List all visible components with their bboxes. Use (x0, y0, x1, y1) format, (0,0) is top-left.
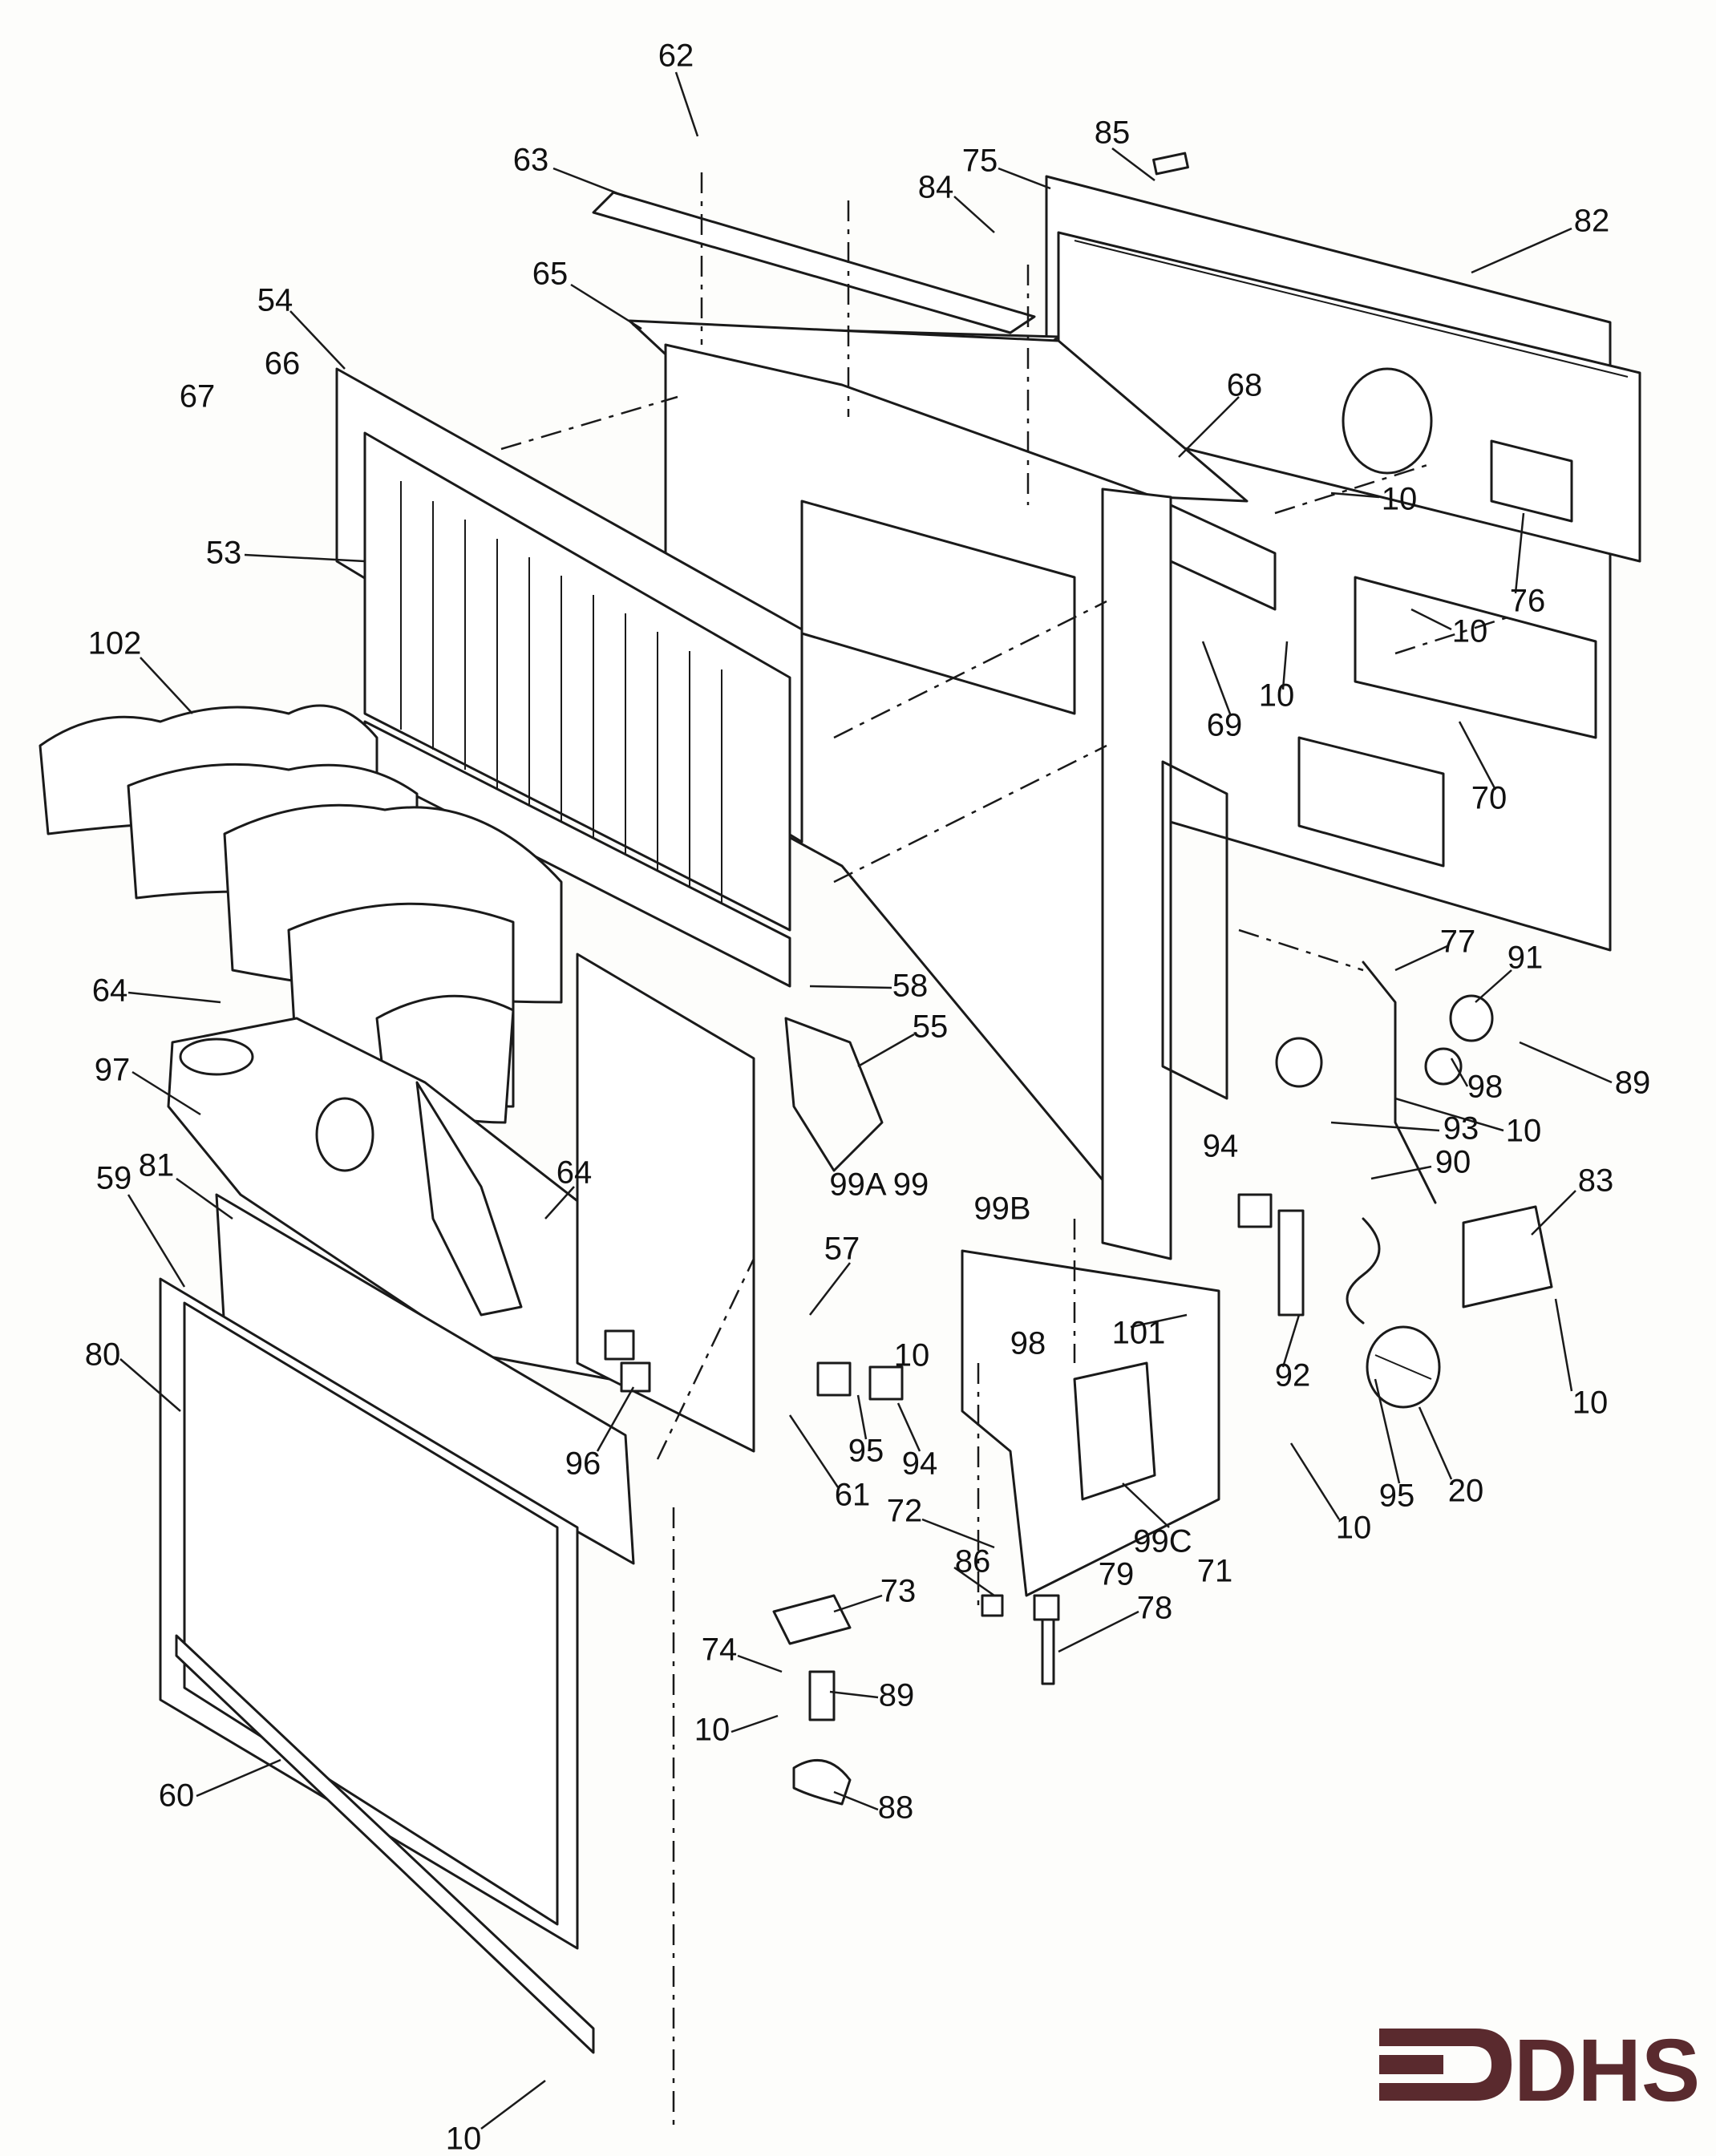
part-callout-label: 99B (973, 1191, 1030, 1227)
part-callout-label: 73 (880, 1574, 917, 1609)
part-callout-label: 71 (1197, 1554, 1233, 1589)
part-callout-label: 20 (1448, 1474, 1484, 1509)
part-callout-label: 10 (894, 1338, 930, 1373)
part-callout-label: 89 (879, 1678, 915, 1713)
part-callout-label: 99 (893, 1167, 929, 1203)
part-callout-label: 98 (1010, 1326, 1046, 1361)
firebox-back (664, 343, 1277, 1260)
lower-fittings (772, 1594, 1060, 1806)
part-callout-label: 80 (85, 1337, 121, 1373)
part-callout-label: 69 (1207, 708, 1243, 743)
part-callout-label: 85 (1095, 115, 1131, 151)
part-callout-label: 10 (1572, 1385, 1609, 1421)
mounting-bracket (1462, 1205, 1553, 1309)
part-callout-label: 10 (1382, 482, 1418, 517)
part-callout-label: 92 (1275, 1358, 1311, 1394)
side-panel (576, 953, 884, 1453)
part-callout-label: 65 (532, 257, 569, 292)
part-callout-label: 10 (694, 1713, 731, 1748)
part-callout-label: 77 (1440, 924, 1476, 960)
part-callout-label: 10 (1336, 1511, 1372, 1546)
ceramic-logs (38, 704, 563, 1124)
part-callout-label: 95 (1379, 1478, 1415, 1514)
orifice-fittings (604, 1329, 904, 1401)
part-callout-label: 82 (1574, 204, 1610, 239)
logo-text: DHS (1514, 2021, 1700, 2120)
part-callout-label: 75 (962, 144, 998, 179)
part-callout-label: 89 (1615, 1066, 1651, 1101)
rear-panel (1045, 152, 1641, 952)
part-callout-label: 64 (556, 1155, 593, 1191)
part-callout-label: 72 (887, 1494, 923, 1529)
part-callout-label: 66 (265, 346, 301, 382)
part-callout-label: 59 (96, 1161, 132, 1196)
part-callout-label: 57 (824, 1232, 860, 1267)
part-callout-label: 58 (892, 969, 929, 1004)
dhs-logo: DHS (1379, 2021, 1700, 2120)
arrow-icon (1379, 2029, 1512, 2101)
part-callout-label: 79 (1099, 1557, 1135, 1592)
leader-lines (119, 71, 1613, 2130)
part-callout-label: 10 (1506, 1114, 1542, 1149)
part-callout-label: 60 (159, 1778, 195, 1814)
glass-retainer (215, 1193, 635, 1565)
part-callout-label: 99A (829, 1167, 886, 1203)
part-callout-label: 94 (902, 1446, 938, 1482)
part-callout-label: 84 (918, 170, 954, 205)
part-callout-label: 83 (1578, 1163, 1614, 1199)
part-callout-label: 101 (1112, 1316, 1166, 1351)
part-callout-label: 76 (1510, 584, 1546, 619)
heat-exchanger-assembly (335, 367, 803, 988)
part-callout-label: 53 (206, 536, 242, 571)
bottom-trim (175, 1634, 595, 2054)
part-callout-label: 10 (446, 2122, 482, 2156)
part-callout-label: 67 (180, 379, 216, 415)
part-callout-label: 68 (1227, 368, 1263, 403)
control-knob (1366, 1325, 1441, 1409)
part-callout-label: 93 (1443, 1111, 1479, 1147)
glass-frame (159, 1277, 579, 1950)
part-callout-label: 63 (513, 143, 549, 178)
part-callout-label: 55 (913, 1009, 949, 1045)
part-callout-label: 10 (1259, 678, 1295, 714)
part-callout-label: 90 (1435, 1145, 1471, 1180)
part-callout-label: 88 (878, 1790, 914, 1826)
part-callout-label: 102 (88, 626, 142, 661)
part-callout-label: 94 (1203, 1129, 1239, 1164)
part-callout-label: 61 (835, 1478, 871, 1513)
valve-bracket (961, 1249, 1220, 1597)
part-callout-label: 96 (565, 1446, 601, 1482)
part-callout-label: 62 (658, 38, 694, 74)
part-callout-label: 99C (1133, 1524, 1192, 1559)
part-callout-label: 81 (139, 1148, 175, 1183)
part-callout-label: 74 (702, 1632, 738, 1668)
part-callout-label: 78 (1137, 1591, 1173, 1626)
part-callout-label: 91 (1508, 940, 1544, 976)
part-callout-label: 95 (848, 1434, 884, 1469)
part-callout-label: 64 (92, 973, 128, 1009)
side-bracket (1354, 439, 1597, 739)
part-callout-label: 97 (95, 1053, 131, 1088)
part-callout-label: 86 (955, 1544, 991, 1580)
part-callout-label: 70 (1471, 781, 1508, 816)
gas-valve-components (1237, 961, 1494, 1325)
assembly-lines (500, 172, 1508, 2125)
part-callout-label: 54 (257, 283, 293, 318)
part-callout-label: 98 (1467, 1070, 1504, 1105)
part-callout-label: 10 (1452, 614, 1488, 649)
